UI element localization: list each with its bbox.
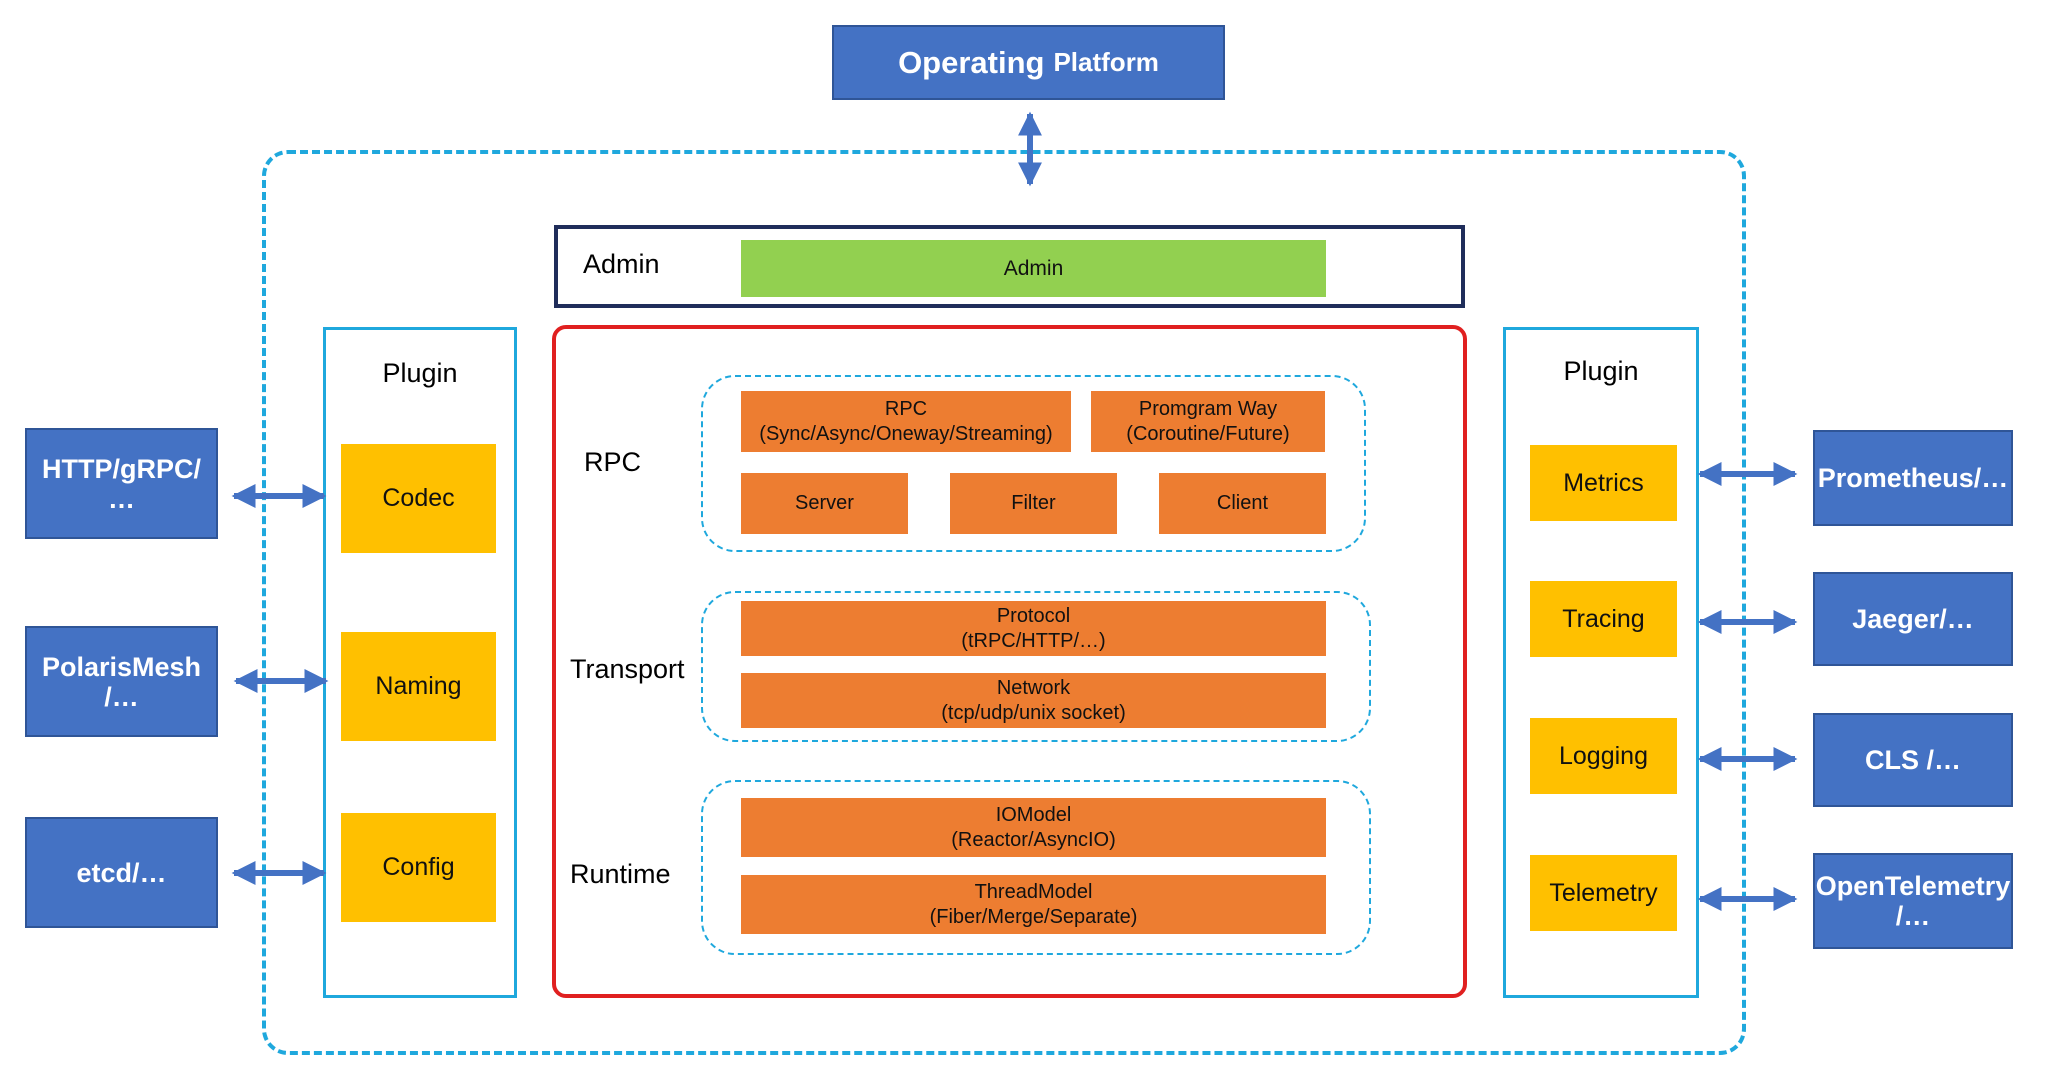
jaeger-external: Jaeger/…	[1813, 572, 2013, 666]
network-box: Network (tcp/udp/unix socket)	[741, 673, 1326, 728]
logging-plugin: Logging	[1530, 718, 1677, 794]
operating-platform-main: Operating	[898, 44, 1045, 80]
polarismesh-external: PolarisMesh /…	[25, 626, 218, 737]
metrics-plugin: Metrics	[1530, 445, 1677, 521]
admin-label: Admin	[583, 249, 660, 279]
http-grpc-external: HTTP/gRPC/ …	[25, 428, 218, 539]
server-box: Server	[741, 473, 908, 534]
runtime-group	[701, 780, 1371, 955]
tracing-plugin: Tracing	[1530, 581, 1677, 657]
protocol-box: Protocol (tRPC/HTTP/…)	[741, 601, 1326, 656]
rpc-layer-label: RPC	[584, 447, 642, 477]
telemetry-plugin: Telemetry	[1530, 855, 1677, 931]
system-boundary	[262, 150, 1746, 1055]
program-way-box: Promgram Way (Coroutine/Future)	[1091, 391, 1325, 452]
left-plugin-title: Plugin	[382, 358, 458, 388]
admin-layer: Admin Admin	[554, 225, 1465, 308]
rpc-group	[701, 375, 1366, 552]
runtime-layer-label: Runtime	[570, 859, 671, 889]
right-plugin-panel: Plugin	[1503, 327, 1699, 998]
client-box: Client	[1159, 473, 1326, 534]
admin-bar: Admin	[741, 240, 1326, 297]
rpc-modes-box: RPC (Sync/Async/Oneway/Streaming)	[741, 391, 1071, 452]
prometheus-external: Prometheus/…	[1813, 430, 2013, 526]
left-plugin-panel: Plugin	[323, 327, 517, 998]
config-plugin: Config	[341, 813, 496, 922]
core-frame	[552, 325, 1467, 998]
right-plugin-title: Plugin	[1563, 356, 1639, 386]
codec-plugin: Codec	[341, 444, 496, 553]
operating-platform-sub: Platform	[1053, 47, 1159, 77]
threadmodel-box: ThreadModel (Fiber/Merge/Separate)	[741, 875, 1326, 934]
operating-platform-box: Operating Platform	[832, 25, 1225, 100]
naming-plugin: Naming	[341, 632, 496, 741]
opentelemetry-external: OpenTelemetry /…	[1813, 853, 2013, 949]
cls-external: CLS /…	[1813, 713, 2013, 807]
transport-group	[701, 591, 1371, 742]
filter-box: Filter	[950, 473, 1117, 534]
etcd-external: etcd/…	[25, 817, 218, 928]
transport-layer-label: Transport	[570, 654, 685, 684]
iomodel-box: IOModel (Reactor/AsyncIO)	[741, 798, 1326, 857]
